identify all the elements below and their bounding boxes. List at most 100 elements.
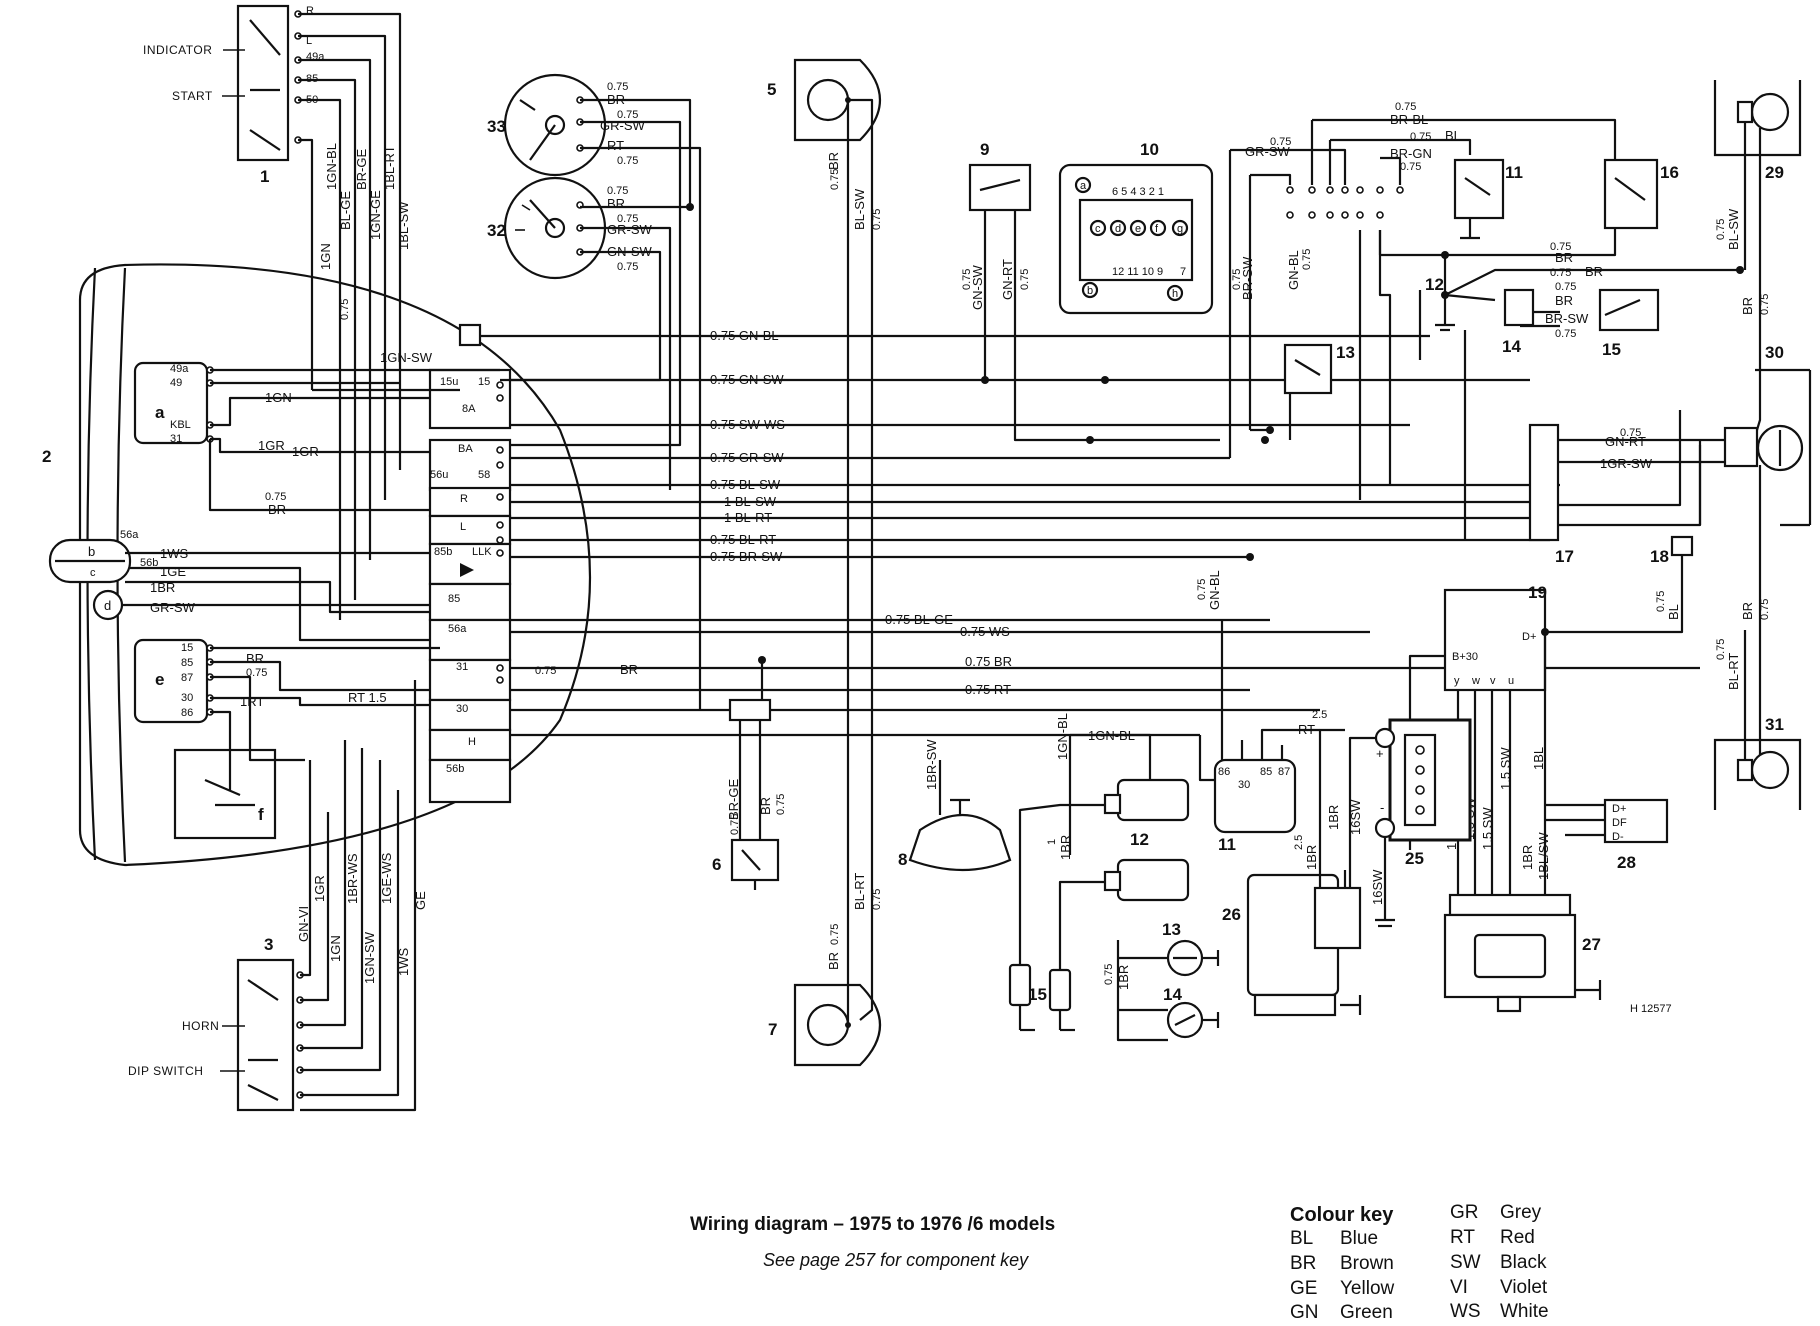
pin-label: 87 <box>1278 766 1290 778</box>
terminal-label: LLK <box>472 546 492 558</box>
wire-label: 0.75 <box>1301 249 1313 270</box>
central-terminal-block: 15u 8A 15 BA 56u 58 R L 85b LLK 85 56a 3… <box>428 368 512 804</box>
diagram-title: Wiring diagram – 1975 to 1976 /6 models <box>690 1214 1056 1235</box>
colour-name: Black <box>1500 1252 1547 1273</box>
pin-label: 56a <box>120 529 139 541</box>
wire-label: 2.5 <box>1312 709 1327 721</box>
terminal-label: 85 <box>448 593 460 605</box>
terminal-label: L <box>460 521 466 533</box>
pin-label: KBL <box>170 419 191 431</box>
pin-letter: h <box>1172 288 1178 300</box>
pin-label: w <box>1471 675 1480 687</box>
wire-label: 0.75 <box>617 109 638 121</box>
wire-label: GN-BL <box>1286 250 1301 290</box>
wire-label: 1GN-SW <box>380 350 433 365</box>
component-number: 14 <box>1163 985 1182 1004</box>
wire-label: 0.75 BR <box>965 654 1012 669</box>
colour-code: SW <box>1450 1252 1481 1273</box>
terminal-cluster <box>1286 186 1404 219</box>
turn-signal-31: 31 BL-RT 0.75 BR 0.75 <box>1713 465 1802 810</box>
wire-label: 0.75 <box>871 889 883 910</box>
pin-letter: f <box>1155 223 1159 235</box>
relay-11: 86 30 85 87 11 2.5 RT GN-BL 0.75 <box>1196 570 1327 854</box>
component-number: 15 <box>1602 340 1621 359</box>
wire-label: 0.75 <box>1231 269 1243 290</box>
contact-breaker-14: 14 0.75 1BR <box>1103 940 1220 1042</box>
wire-label: 0.75 WS <box>960 624 1010 639</box>
wire-label: 1GN-BL <box>1055 713 1070 760</box>
gauge-wires <box>500 98 702 710</box>
colour-name: Grey <box>1500 1202 1542 1223</box>
wire-label: RT 1.5 <box>348 690 387 705</box>
wire-label: GN-RT <box>1605 434 1646 449</box>
terminal-label: 15u <box>440 376 458 388</box>
pin-label: DF <box>1612 817 1627 829</box>
wire-label: 1GR <box>292 444 319 459</box>
colour-name: Blue <box>1340 1228 1379 1249</box>
component-number: 11 <box>1505 163 1523 182</box>
colour-key-title: Colour key <box>1290 1204 1394 1226</box>
pin-numbers: 12 11 10 9 <box>1112 266 1163 278</box>
colour-name: Brown <box>1340 1253 1394 1274</box>
wire-label: 0.75 <box>1555 281 1576 293</box>
wire-label: BR <box>1740 297 1755 315</box>
pin-label: 30 <box>181 692 193 704</box>
battery-terminal: + <box>1376 746 1384 761</box>
terminal-block-a: a 49a 49 KBL 31 <box>133 361 214 445</box>
wire-label: 0.75 BL-GE <box>885 612 953 627</box>
wire-label: 0.75 <box>1550 241 1571 253</box>
wire-label: BR <box>758 797 773 815</box>
turn-signal-29: 29 BL-SW 0.75 BR 0.75 <box>1713 80 1802 431</box>
terminal-label: 15 <box>478 376 490 388</box>
starter-motor-26: 26 1BR 2.5 1BR <box>1222 728 1362 1017</box>
wire-label: 0.75 <box>607 185 628 197</box>
component-number: 32 <box>487 221 506 240</box>
component-number: 15 <box>1028 985 1047 1004</box>
colour-code: GN <box>1290 1302 1319 1323</box>
horn-label: HORN <box>182 1019 219 1033</box>
wire-label: 0.75 <box>607 81 628 93</box>
wire-label: 1GR <box>312 875 327 902</box>
wire-label: RT <box>607 138 624 153</box>
terminal-label: R <box>460 493 468 505</box>
pin-label: 30 <box>1238 779 1250 791</box>
component-number: 17 <box>1555 547 1574 566</box>
reference-code: H 12577 <box>1630 1003 1672 1015</box>
wire-label: 1GN <box>265 390 292 405</box>
colour-name: Red <box>1500 1227 1535 1248</box>
wire-label: 1BR <box>1304 845 1319 870</box>
wire-label: BL-RT <box>1726 653 1741 690</box>
wire-label: GR-SW <box>150 600 196 615</box>
pin-label: 31 <box>170 433 182 445</box>
wire-label: 1GE-WS <box>379 852 394 904</box>
colour-name: White <box>1500 1301 1549 1322</box>
wire-label: 1 BL-RT <box>724 510 772 525</box>
switch-9: 9 GN-SW 0.75 GN-RT 0.75 <box>961 140 1220 442</box>
wire-label: 1BL-RT <box>382 145 397 190</box>
switch-18: 13 <box>1261 343 1355 444</box>
condenser-13: 13 <box>1162 920 1220 977</box>
pin-label: 86 <box>1218 766 1230 778</box>
handlebar-switch-right: HORN DIP SWITCH 3 <box>128 935 304 1112</box>
terminal-label: BA <box>458 443 473 455</box>
wire-label: BR <box>826 952 841 970</box>
wire-label: 0.75 BL-SW <box>710 477 781 492</box>
wire-label: BL <box>1445 128 1461 143</box>
pin-letter: a <box>1080 180 1087 192</box>
component-number: 30 <box>1765 343 1784 362</box>
wire-label: BR <box>246 651 264 666</box>
bulb-letter: b <box>88 544 95 559</box>
pin-letter: d <box>1115 223 1121 235</box>
wire-label: BR <box>620 662 638 677</box>
wire-label: 0.75 <box>729 814 741 835</box>
wire-label: BR <box>1585 264 1603 279</box>
wire-label: BL-RT <box>852 873 867 910</box>
wire-label: 1GN <box>328 935 343 962</box>
pin-label: 56b <box>140 557 158 569</box>
wire-label: 0.75 <box>829 924 841 945</box>
relay-16: 11 <box>1453 158 1523 240</box>
component-number: 13 <box>1336 343 1355 362</box>
